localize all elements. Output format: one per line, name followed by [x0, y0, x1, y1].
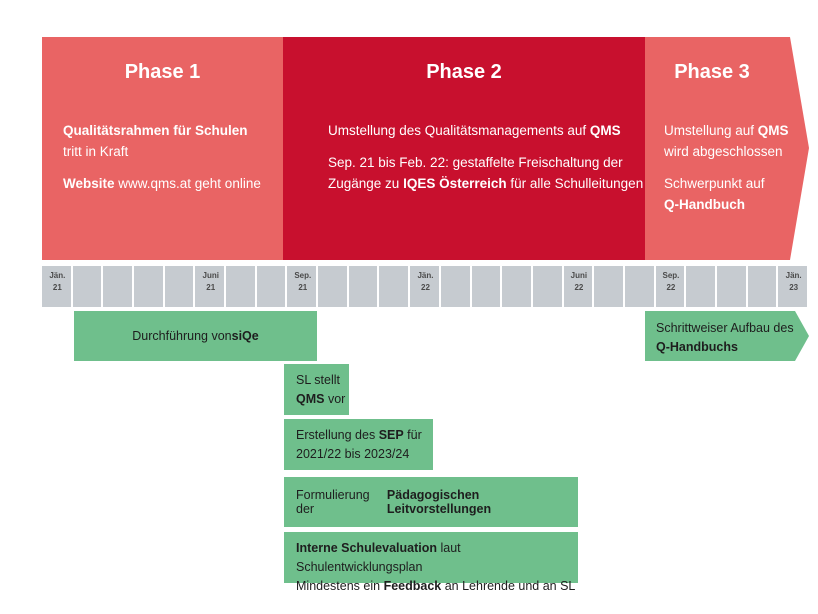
phase-2-line-3c: für alle Schulleitungen — [506, 176, 644, 191]
eval-line-1-bold: Interne Schulevaluation — [296, 541, 438, 555]
tick-year: 21 — [298, 283, 308, 292]
phase-1-website-text: www.qms.at geht online — [114, 176, 261, 191]
phase-3-line-1-bold: QMS — [757, 123, 789, 138]
timeline-month-cell — [349, 266, 380, 307]
sep-line-2: 2021/22 bis 2023/24 — [296, 447, 410, 461]
phase-3-line-4-bold: Q-Handbuch — [664, 197, 745, 212]
q-handbuch-arrow: Schrittweiser Aufbau des Q-Handbuchs — [645, 311, 809, 361]
phase-1-website-label: Website — [63, 176, 115, 191]
phase-1-text: Qualitätsrahmen für Schulen tritt in Kra… — [63, 120, 261, 194]
tick-year: 22 — [574, 283, 584, 292]
timeline-month-cell — [257, 266, 288, 307]
tick-month: Sep. — [294, 271, 312, 280]
timeline-month-cell — [686, 266, 717, 307]
tick-year: 22 — [666, 283, 676, 292]
leitvorstellungen-box: Formulierung der Pädagogischen Leitvorst… — [284, 477, 578, 527]
timeline-month-cell — [287, 266, 319, 307]
timeline-month-cell — [533, 266, 564, 307]
phase-2-block: Phase 2 Umstellung des Qualitätsmanageme… — [283, 37, 645, 260]
timeline-month-cell — [165, 266, 196, 307]
sep-line-1c: für — [403, 428, 422, 442]
siqe-text: Durchführung von — [132, 329, 232, 343]
sep-line-1-bold: SEP — [378, 428, 404, 442]
schulevaluation-box: Interne Schulevaluation laut Schulentwic… — [284, 532, 578, 593]
tick-year: 21 — [52, 283, 62, 292]
phase-2-text: Umstellung des Qualitätsmanagements auf … — [328, 120, 643, 194]
timeline-month-cell — [379, 266, 411, 307]
timeline-month-cell — [226, 266, 257, 307]
timeline-tick-label: Juni 22 — [559, 270, 599, 294]
timeline-month-cell — [748, 266, 779, 307]
sl-line-1: SL stellt — [296, 373, 341, 387]
tick-month: Sep. — [662, 271, 680, 280]
timeline-month-cell — [472, 266, 503, 307]
tick-month: Jän. — [785, 271, 802, 280]
eval-line-2-bold: Feedback — [383, 579, 442, 593]
timeline-month-cell — [73, 266, 104, 307]
leit-bold: Pädagogischen Leitvorstellungen — [386, 488, 492, 516]
timeline-tick-label: Juni 21 — [191, 270, 231, 294]
timeline-month-cell — [564, 266, 595, 307]
phase-2-line-3-bold: IQES Österreich — [403, 176, 507, 191]
phase-1-block: Phase 1 Qualitätsrahmen für Schulen trit… — [42, 37, 283, 260]
timeline-month-cell — [134, 266, 165, 307]
timeline-month-cell — [42, 266, 73, 307]
timeline-tick-label: Jän. 23 — [774, 270, 814, 294]
siqe-bold: siQe — [231, 329, 259, 343]
phase-3-block: Phase 3 Umstellung auf QMS wird abgeschl… — [645, 37, 809, 260]
sl-line-2: vor — [324, 392, 346, 406]
sep-box: Erstellung des SEP für 2021/22 bis 2023/… — [284, 419, 433, 470]
phase-2-line-2: Sep. 21 bis Feb. 22: gestaffelte Freisch… — [328, 155, 623, 170]
timeline-month-cell — [625, 266, 656, 307]
phase-3-line-1: Umstellung auf — [664, 123, 758, 138]
phase-3-line-2: wird abgeschlossen — [664, 144, 783, 159]
tick-month: Juni — [202, 271, 219, 280]
eval-line-1: laut Schulentwicklungsplan — [296, 541, 461, 574]
phase-2-line-3a: Zugänge zu — [328, 176, 404, 191]
timeline-month-cell — [778, 266, 809, 307]
phase-3-text: Umstellung auf QMS wird abgeschlossen Sc… — [664, 120, 789, 215]
phase-2-title: Phase 2 — [426, 61, 502, 83]
timeline-month-cell — [318, 266, 349, 307]
sl-line-2-bold: QMS — [296, 392, 325, 406]
sl-qms-box: SL stellt QMS vor — [284, 364, 349, 415]
tick-month: Jän. — [417, 271, 434, 280]
tick-year: 21 — [206, 283, 216, 292]
tick-year: 22 — [421, 283, 430, 292]
timeline-tick-label: Jän. 22 — [406, 270, 446, 294]
eval-line-2a: Mindestens ein — [296, 579, 384, 593]
timeline-month-cell — [594, 266, 625, 307]
phase-2-line-1: Umstellung des Qualitätsmanagements auf — [328, 123, 590, 138]
leit-text: Formulierung der — [296, 488, 370, 516]
tick-year: 23 — [789, 283, 799, 292]
timeline-tick-label: Jän. 21 — [37, 270, 77, 294]
phase-1-title: Phase 1 — [124, 61, 201, 83]
timeline-month-cell — [410, 266, 441, 307]
timeline-month-cell — [103, 266, 135, 307]
timeline-month-cell — [441, 266, 472, 307]
timeline-month-cell — [656, 266, 687, 307]
timeline-month-cell — [502, 266, 533, 307]
phase-3-title: Phase 3 — [674, 61, 750, 83]
timeline-month-cell — [195, 266, 227, 307]
timeline-tick-label: Sep. 21 — [283, 270, 323, 294]
phase-2-line-1-bold: QMS — [589, 123, 621, 138]
q-handbuch-line-2: Q-Handbuchs — [656, 340, 738, 354]
phase-1-line-2: tritt in Kraft — [63, 144, 129, 159]
tick-month: Jän. — [49, 271, 66, 280]
tick-month: Juni — [570, 271, 588, 280]
q-handbuch-line-1: Schrittweiser Aufbau des — [656, 321, 794, 335]
phase-3-line-3: Schwerpunkt auf — [664, 176, 765, 191]
timeline-tick-label: Sep. 22 — [651, 270, 691, 294]
timeline-month-cell — [717, 266, 748, 307]
eval-line-2c: an Lehrende und an SL — [441, 579, 576, 593]
siqe-bar: Durchführung von siQe — [74, 311, 317, 361]
phase-1-line-1: Qualitätsrahmen für Schulen — [63, 123, 248, 138]
sep-line-1: Erstellung des — [296, 428, 379, 442]
